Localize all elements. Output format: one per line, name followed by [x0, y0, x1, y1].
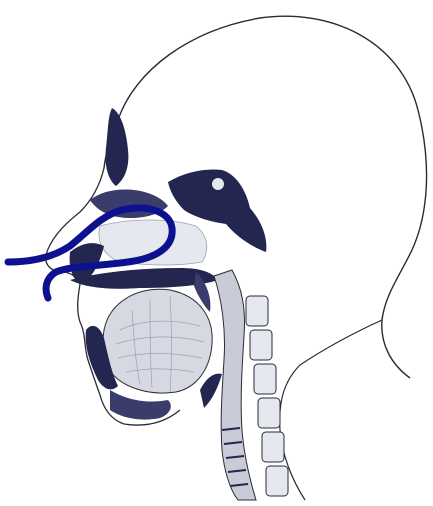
chin	[110, 390, 171, 420]
pituitary-fossa	[211, 177, 225, 191]
frontal-sinus	[105, 108, 128, 186]
epiglottis	[200, 374, 222, 408]
neck-back-outline	[280, 320, 382, 500]
cervical-vertebrae	[246, 296, 288, 496]
tongue	[103, 289, 212, 393]
